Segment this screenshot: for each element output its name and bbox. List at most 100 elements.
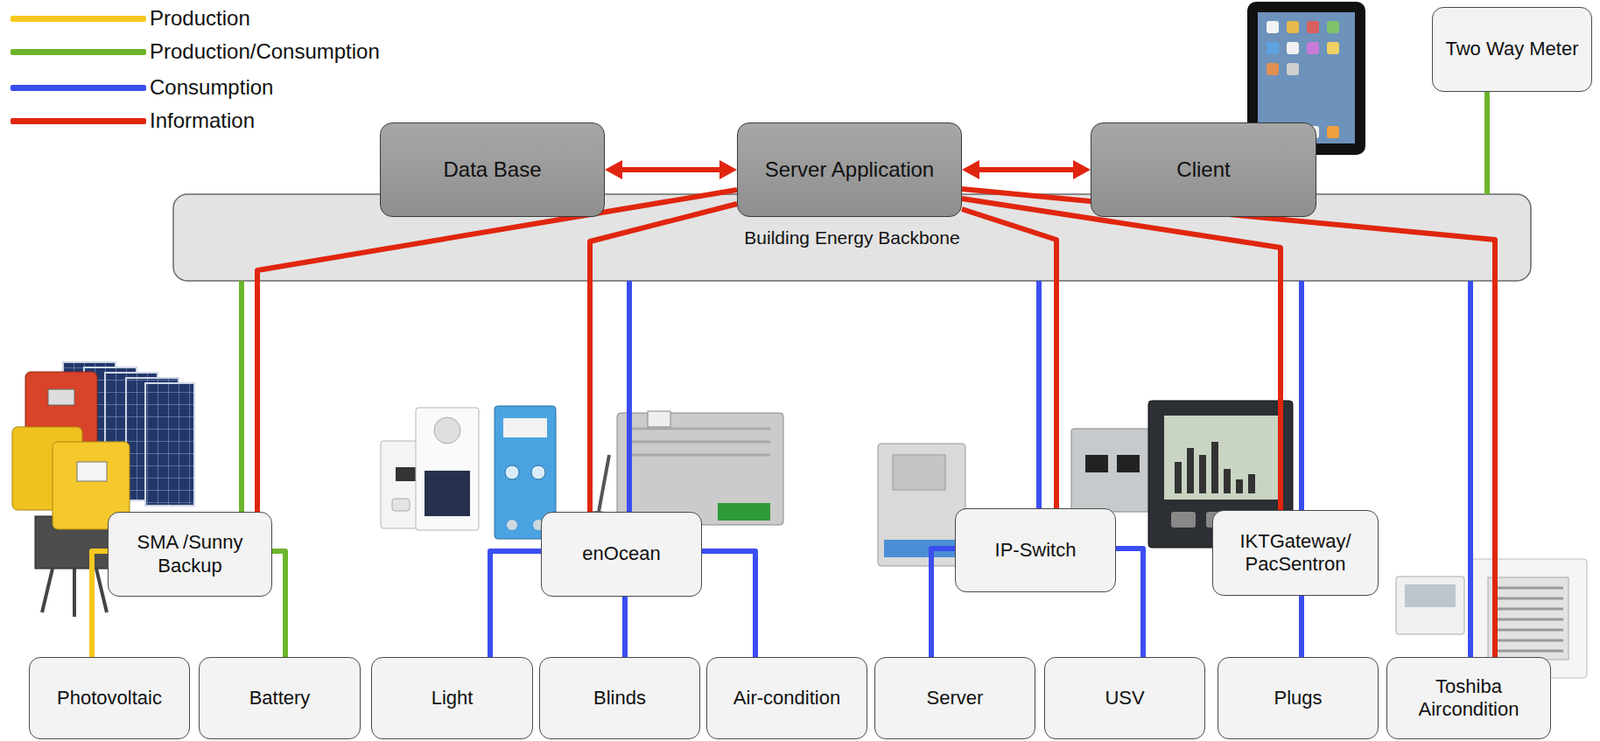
- connector: [1470, 280, 1472, 658]
- connector-line: [1298, 596, 1305, 658]
- connector-line: [620, 167, 722, 173]
- ip-switch-devices-illustration-part: [892, 455, 946, 491]
- solar-illustration-part: [42, 568, 107, 618]
- arrow-head: [1073, 160, 1091, 180]
- node-label: IKTGateway/ PacSentron: [1220, 530, 1371, 577]
- arrow-head: [604, 160, 623, 180]
- device-box: IKTGateway/ PacSentron: [1212, 510, 1379, 597]
- enocean-devices-illustration-part: [531, 465, 546, 480]
- node-label: USV: [1104, 687, 1144, 710]
- connector: [931, 548, 955, 658]
- tablet-illustration-part: [1286, 63, 1299, 76]
- ip-switch-devices-illustration-part: [1116, 455, 1140, 473]
- device-box: SMA /Sunny Backup: [107, 512, 273, 597]
- device-box: Plugs: [1217, 657, 1379, 740]
- tablet-illustration-part: [1326, 42, 1340, 55]
- node-label: Battery: [249, 687, 311, 710]
- node-label: Data Base: [442, 157, 541, 183]
- enocean-devices-illustration-part: [424, 470, 471, 517]
- node-label: Server: [926, 687, 984, 710]
- node-label: Blinds: [593, 687, 646, 710]
- connector: [91, 551, 108, 658]
- device-box: Server: [874, 657, 1036, 740]
- ip-switch-devices-illustration-part: [1211, 442, 1219, 494]
- connector: [604, 160, 737, 180]
- solar-illustration-part: [145, 383, 195, 506]
- connector: [490, 551, 541, 658]
- legend-swatch: [10, 84, 147, 92]
- enocean-devices-illustration-part: [505, 465, 520, 480]
- tablet-illustration-part: [1266, 42, 1279, 55]
- connector: [624, 596, 626, 658]
- connector-line: [272, 551, 286, 658]
- tablet-illustration-part: [1266, 63, 1279, 76]
- legend-text: Consumption: [149, 72, 274, 103]
- connector-line: [91, 551, 108, 658]
- legend-swatch: [10, 49, 147, 56]
- node-label: IP-Switch: [995, 539, 1077, 562]
- connector-line: [1467, 280, 1474, 658]
- node-label: enOcean: [582, 542, 660, 566]
- connector: [1301, 596, 1303, 658]
- connector-line: [1036, 280, 1042, 509]
- connector: [961, 160, 1091, 180]
- connector: [961, 198, 1281, 511]
- solar-illustration-part: [48, 389, 75, 406]
- tablet-illustration-part: [1306, 21, 1320, 34]
- device-box: Toshiba Aircondition: [1386, 657, 1551, 740]
- connector-line: [1115, 548, 1144, 658]
- device-box: Blinds: [539, 657, 701, 740]
- device-box: IP-Switch: [954, 508, 1116, 593]
- connector: [257, 189, 737, 513]
- device-box: Air-condition: [706, 657, 868, 740]
- device-box: Two Way Meter: [1431, 7, 1593, 92]
- enocean-devices-illustration-part: [630, 428, 771, 456]
- solar-illustration-part: [77, 462, 107, 482]
- tablet-illustration-part: [1286, 21, 1299, 34]
- connector: [272, 551, 286, 658]
- ip-switch-devices-illustration-part: [1171, 512, 1196, 528]
- connector-line: [977, 167, 1075, 173]
- enocean-devices-illustration-part: [503, 418, 548, 438]
- legend-swatch: [10, 118, 147, 125]
- server-box: Data Base: [379, 122, 605, 218]
- legend-text: Production/Consumption: [149, 36, 380, 67]
- arrow-head: [961, 160, 980, 180]
- enocean-devices-illustration-part: [617, 413, 784, 526]
- tablet-illustration-part: [1286, 42, 1299, 55]
- connector-line: [626, 280, 632, 513]
- arrow-head: [719, 160, 737, 180]
- ip-switch-devices-illustration-part: [1223, 469, 1231, 494]
- server-box: Server Application: [736, 122, 962, 218]
- connector-line: [961, 198, 1281, 511]
- connector: [629, 280, 631, 513]
- enocean-devices-illustration-part: [717, 503, 771, 521]
- node-label: Photovoltaic: [56, 687, 162, 710]
- ip-switch-devices-illustration-part: [1164, 415, 1278, 500]
- tablet-illustration-part: [1326, 21, 1340, 34]
- tablet-illustration-part: [1326, 126, 1340, 139]
- node-label: Server Application: [764, 157, 934, 183]
- tablet-illustration-part: [1266, 21, 1279, 34]
- ip-switch-devices-illustration-part: [1199, 455, 1207, 494]
- connector: [961, 209, 1057, 509]
- connector-line: [931, 548, 955, 658]
- ip-switch-devices-illustration-part: [1186, 448, 1194, 494]
- device-box: Photovoltaic: [28, 657, 190, 740]
- node-label: Light: [431, 687, 474, 710]
- connector-line: [1484, 91, 1490, 195]
- ip-switch-devices-illustration-part: [1235, 479, 1243, 494]
- enocean-devices-illustration-part: [647, 411, 671, 428]
- connector-line: [1298, 280, 1305, 511]
- ip-switch-devices-illustration-part: [1174, 462, 1182, 494]
- device-box: Battery: [198, 657, 361, 740]
- air-condition-illustration-part: [1493, 588, 1564, 652]
- connector: [241, 280, 243, 513]
- connector: [589, 203, 737, 513]
- server-box: Client: [1090, 122, 1317, 218]
- connector: [1038, 280, 1040, 509]
- node-label: Client: [1176, 157, 1230, 183]
- connector-line: [622, 596, 628, 658]
- device-box: USV: [1044, 657, 1206, 740]
- tablet-illustration-part: [1306, 42, 1320, 55]
